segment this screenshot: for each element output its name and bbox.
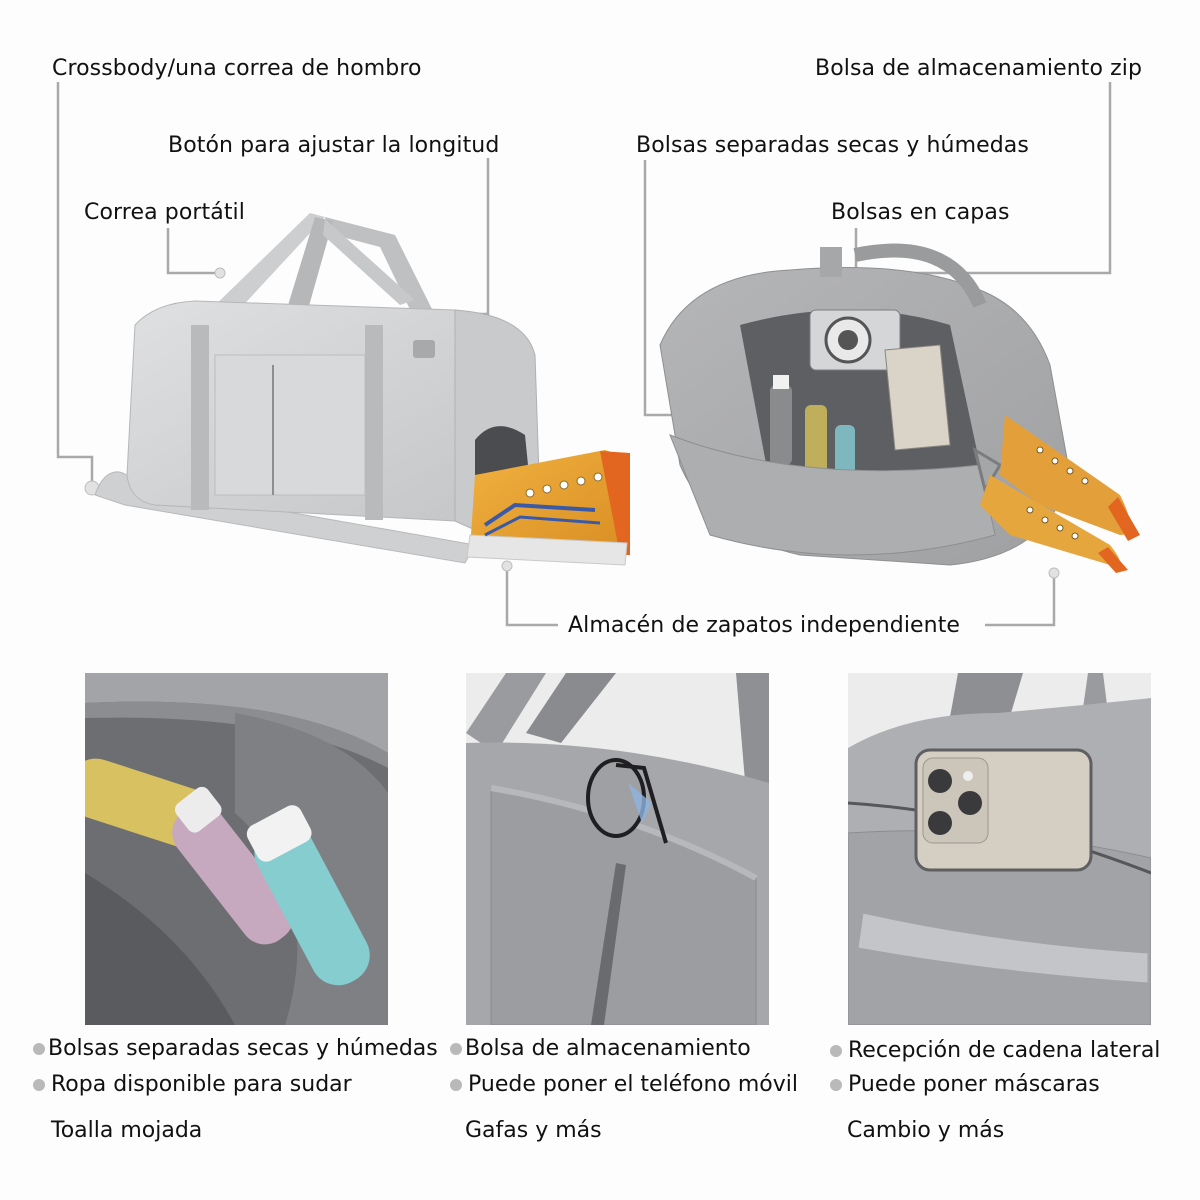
feature-item: Ropa disponible para sudar: [33, 1074, 352, 1096]
feature-text: Cambio y más: [847, 1118, 1005, 1143]
panel-image-front-pocket: [466, 673, 769, 1025]
phone-in-pocket-illustration: [848, 673, 1151, 1025]
bullet-dot-icon: [450, 1043, 462, 1055]
callout-length-adjust-button: Botón para ajustar la longitud: [168, 133, 500, 158]
glasses-in-pocket-illustration: [466, 673, 769, 1025]
feature-item: Puede poner el teléfono móvil: [450, 1074, 798, 1096]
feature-text: Recepción de cadena lateral: [848, 1038, 1161, 1063]
feature-item: Cambio y más: [832, 1120, 1004, 1142]
feature-item: Puede poner máscaras: [830, 1074, 1100, 1096]
feature-text: Puede poner máscaras: [848, 1072, 1100, 1097]
open-bag-illustration: [659, 243, 1140, 573]
callout-layered-pockets: Bolsas en capas: [831, 200, 1010, 225]
bullet-dot-icon: [33, 1043, 45, 1055]
feature-item: Toalla mojada: [36, 1120, 202, 1142]
toiletry-bottles-illustration: [85, 673, 388, 1025]
bullet-dot-icon: [33, 1079, 45, 1091]
callout-shoe-compartment: Almacén de zapatos independiente: [568, 613, 961, 638]
bullet-dot-icon: [830, 1045, 842, 1057]
feature-item: Recepción de cadena lateral: [830, 1040, 1160, 1062]
feature-text: Bolsas separadas secas y húmedas: [48, 1036, 438, 1061]
feature-text: Puede poner el teléfono móvil: [468, 1072, 798, 1097]
duffel-bag-illustration: [95, 213, 630, 566]
feature-text: Bolsa de almacenamiento: [465, 1036, 751, 1061]
callout-crossbody-strap: Crossbody/una correa de hombro: [52, 56, 422, 81]
bullet-dot-icon: [450, 1079, 462, 1091]
feature-item: Bolsa de almacenamiento: [450, 1038, 751, 1060]
feature-text: Toalla mojada: [51, 1118, 203, 1143]
duffel-bag-side-view-image: [95, 205, 640, 585]
callout-handle-strap: Correa portátil: [84, 200, 245, 225]
feature-item: Gafas y más: [450, 1120, 602, 1142]
callout-zip-storage: Bolsa de almacenamiento zip: [815, 56, 1143, 81]
feature-text: Ropa disponible para sudar: [51, 1072, 352, 1097]
feature-text: Gafas y más: [465, 1118, 602, 1143]
panel-image-wet-dry-pocket: [85, 673, 388, 1025]
bullet-dot-icon: [830, 1079, 842, 1091]
feature-item: Bolsas separadas secas y húmedas: [33, 1038, 438, 1060]
open-bag-interior-image: [650, 235, 1160, 580]
panel-image-side-zip-pocket: [848, 673, 1151, 1025]
callout-dry-wet-separation: Bolsas separadas secas y húmedas: [636, 133, 1029, 158]
